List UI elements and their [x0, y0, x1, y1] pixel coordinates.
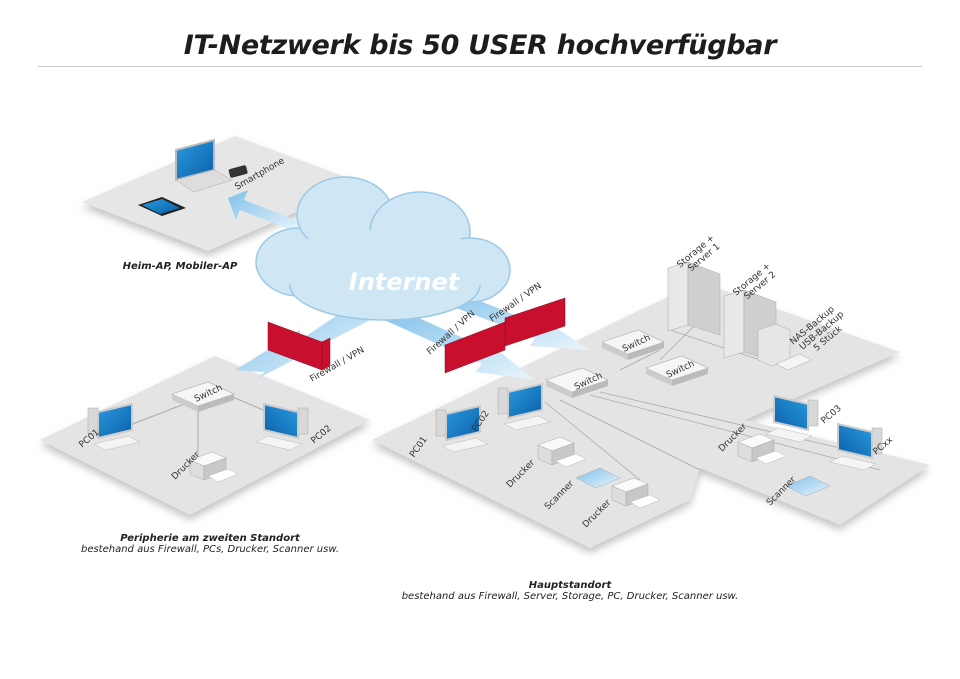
smartphone-icon	[228, 165, 248, 178]
site2-caption-title: Peripherie am zweiten Standort	[120, 533, 300, 544]
firewall-main-2-icon	[504, 297, 566, 347]
main-caption: Hauptstandort bestehand aus Firewall, Se…	[380, 580, 760, 602]
main-caption-title: Hauptstandort	[528, 580, 612, 591]
site2-caption-sub: bestehand aus Firewall, PCs, Drucker, Sc…	[80, 544, 340, 555]
title-divider	[38, 66, 922, 67]
site2-floor: Switch PC01 PC02 Drucker	[40, 356, 370, 515]
firewall-site2-icon	[267, 321, 331, 371]
usb-backup-icon	[775, 353, 813, 371]
main-pc03-label: PC03	[820, 404, 844, 427]
arrow-to-home	[228, 190, 300, 232]
main-caption-sub: bestehand aus Firewall, Server, Storage,…	[401, 591, 739, 602]
diagram-title: IT-Netzwerk bis 50 USER hochverfügbar	[183, 30, 777, 61]
site2-caption: Peripherie am zweiten Standort bestehand…	[60, 533, 360, 555]
nas-backup-icon	[757, 323, 813, 371]
firewall-main-1-icon	[444, 321, 506, 374]
home-office-floor: Smartphone	[82, 136, 362, 251]
main-site-floor: Switch Switch Switch Storage +Server 1 S…	[372, 233, 930, 548]
home-caption: Heim-AP, Mobiler-AP	[80, 261, 280, 272]
main-scanner-1-icon	[575, 467, 621, 489]
internet-label: Internet	[349, 268, 461, 296]
internet-cloud: Internet	[255, 176, 511, 321]
home-caption-title: Heim-AP, Mobiler-AP	[122, 261, 238, 272]
main-pc03-icon	[765, 395, 819, 443]
main-scanner-2-icon	[785, 475, 831, 497]
server-1-icon	[667, 261, 721, 336]
